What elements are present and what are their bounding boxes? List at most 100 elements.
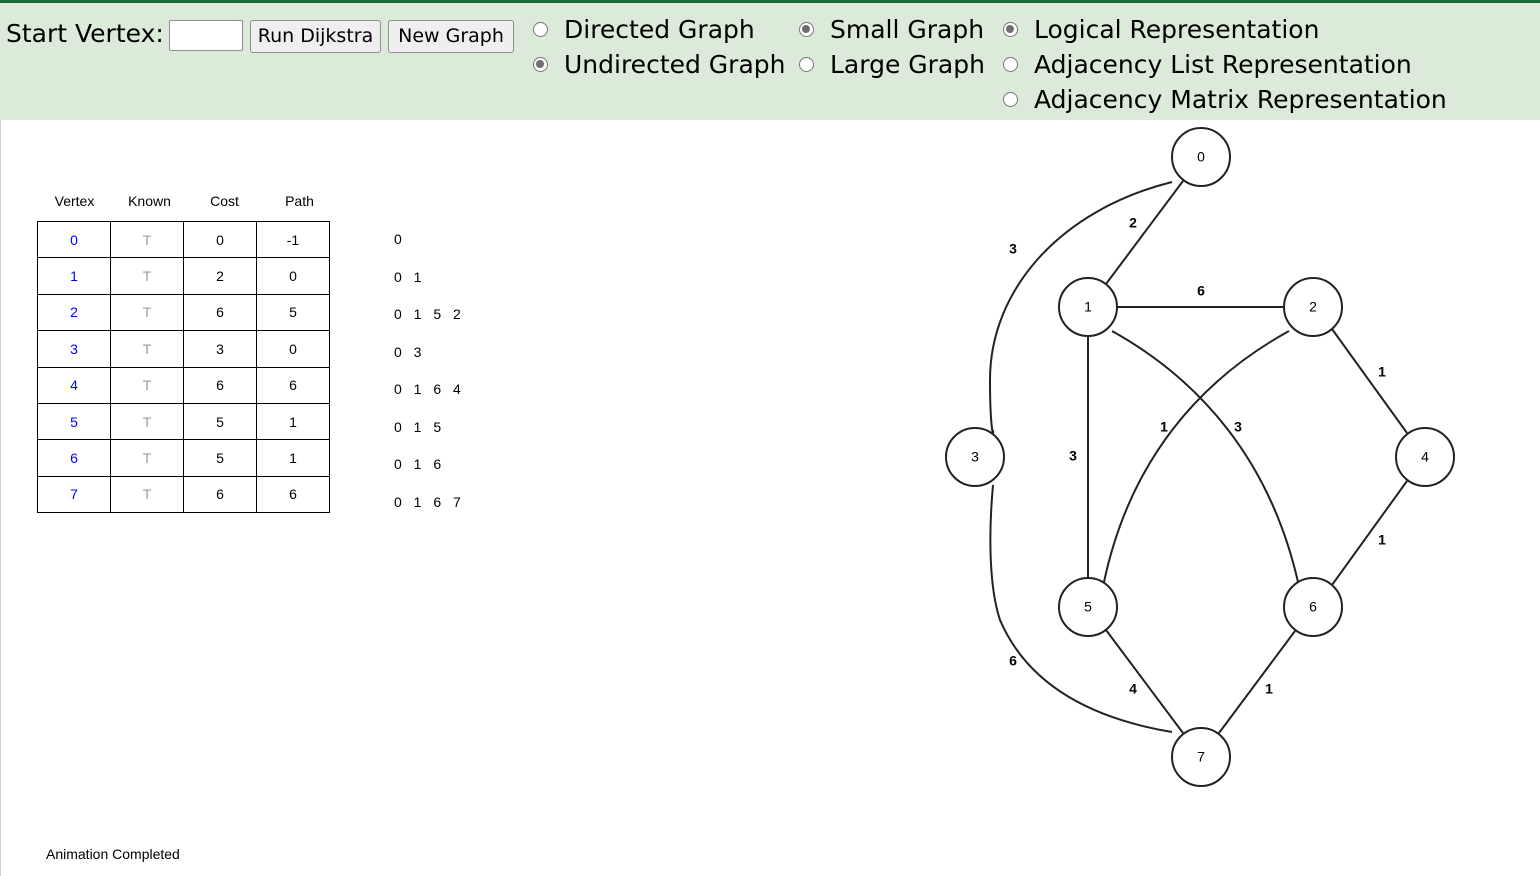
cell-vertex: 0 — [37, 220, 111, 259]
radio-undirected-graph[interactable] — [533, 56, 548, 72]
vertex-label: 7 — [1197, 749, 1205, 765]
vertex-label: 6 — [1309, 599, 1317, 615]
header-vertex: Vertex — [54, 193, 95, 209]
start-vertex-input[interactable] — [169, 20, 243, 51]
cell-known: T — [110, 439, 184, 477]
new-graph-button[interactable]: New Graph — [388, 20, 514, 53]
edge-5-7 — [1105, 629, 1184, 734]
control-toolbar: Start Vertex: Run Dijkstra New Graph Dir… — [0, 0, 1540, 120]
route-text: 0 1 6 — [394, 456, 442, 472]
vertex-node-0 — [1171, 127, 1231, 187]
header-known: Known — [128, 193, 171, 209]
adjacency-list-option[interactable]: Adjacency List Representation — [1003, 49, 1412, 79]
edge-weight-label: 2 — [1129, 215, 1137, 231]
radio-large-graph[interactable] — [799, 56, 814, 72]
cell-cost: 6 — [183, 475, 257, 514]
radio-adjacency-matrix[interactable] — [1003, 91, 1018, 107]
edge-6-7 — [1218, 630, 1296, 734]
cell-path: 0 — [256, 330, 330, 368]
directed-graph-option[interactable]: Directed Graph — [533, 14, 755, 44]
edge-weight-label: 6 — [1197, 283, 1205, 299]
cell-path: 6 — [256, 475, 330, 514]
route-text: 0 1 6 7 — [394, 493, 461, 510]
vertex-node-1 — [1058, 277, 1118, 337]
cell-known: T — [110, 293, 184, 332]
cell-path: 1 — [256, 402, 330, 441]
edge-weight-label: 3 — [1069, 448, 1077, 464]
radio-small-graph[interactable] — [799, 21, 814, 37]
edge-2-4 — [1331, 328, 1408, 434]
radio-logical-representation[interactable] — [1003, 21, 1018, 37]
cell-path: 0 — [256, 257, 330, 295]
edge-weight-label: 1 — [1160, 419, 1168, 435]
edge-weight-label: 4 — [1129, 681, 1137, 697]
vertex-label: 3 — [971, 449, 979, 465]
edge-weight-label: 6 — [1009, 653, 1017, 669]
cell-cost: 2 — [183, 257, 257, 295]
route-text: 0 1 6 4 — [394, 381, 461, 397]
route-text: 0 1 — [394, 268, 422, 285]
cell-known: T — [110, 330, 184, 368]
undirected-graph-option[interactable]: Undirected Graph — [533, 49, 786, 79]
edge-weight-label: 1 — [1378, 364, 1386, 380]
cell-cost: 6 — [183, 366, 257, 404]
logical-representation-option[interactable]: Logical Representation — [1003, 14, 1319, 44]
large-graph-option[interactable]: Large Graph — [799, 49, 985, 79]
vertex-node-4 — [1395, 427, 1455, 487]
run-dijkstra-button[interactable]: Run Dijkstra — [250, 20, 381, 53]
cell-known: T — [110, 366, 184, 404]
vertex-node-2 — [1283, 277, 1343, 337]
cell-known: T — [110, 402, 184, 441]
cell-vertex: 1 — [37, 257, 111, 295]
radio-adjacency-list[interactable] — [1003, 56, 1018, 72]
adjacency-list-label: Adjacency List Representation — [1034, 49, 1412, 79]
canvas-border — [0, 120, 1, 876]
cell-known: T — [110, 475, 184, 514]
large-graph-label: Large Graph — [830, 49, 985, 79]
edge-0-3 — [988, 181, 1173, 435]
edge-weight-label: 1 — [1265, 681, 1273, 697]
adjacency-matrix-option[interactable]: Adjacency Matrix Representation — [1003, 84, 1447, 114]
vertex-label: 0 — [1197, 149, 1205, 165]
directed-graph-label: Directed Graph — [564, 14, 755, 44]
edge-weight-label: 3 — [1234, 419, 1242, 435]
edge-4-6 — [1331, 480, 1408, 586]
vertex-label: 5 — [1084, 599, 1092, 615]
vertex-label: 1 — [1084, 299, 1092, 315]
edge-weight-label: 1 — [1378, 532, 1386, 548]
logical-representation-label: Logical Representation — [1034, 14, 1320, 44]
vertex-node-5 — [1058, 577, 1118, 637]
route-text: 0 1 5 — [394, 418, 442, 435]
vertex-label: 4 — [1421, 449, 1429, 465]
edge-2-5 — [1103, 330, 1290, 583]
cell-vertex: 5 — [37, 402, 111, 441]
header-cost: Cost — [210, 193, 239, 209]
route-text: 0 1 5 2 — [394, 306, 461, 322]
small-graph-option[interactable]: Small Graph — [799, 14, 984, 44]
status-message: Animation Completed — [46, 846, 180, 862]
route-text: 0 — [394, 231, 402, 247]
header-path: Path — [285, 193, 314, 209]
undirected-graph-label: Undirected Graph — [564, 49, 786, 79]
vertex-node-6 — [1283, 577, 1343, 637]
edge-3-7 — [989, 484, 1173, 733]
vertex-label: 2 — [1309, 299, 1317, 315]
edge-0-1 — [1105, 180, 1184, 285]
edge-weight-label: 3 — [1009, 241, 1017, 257]
adjacency-matrix-label: Adjacency Matrix Representation — [1034, 84, 1447, 114]
cell-cost: 0 — [183, 220, 257, 259]
radio-directed-graph[interactable] — [533, 21, 548, 37]
cell-cost: 5 — [183, 439, 257, 477]
cell-cost: 6 — [183, 293, 257, 332]
vertex-node-3 — [945, 427, 1005, 487]
start-vertex-label: Start Vertex: — [6, 19, 164, 48]
cell-path: 1 — [256, 439, 330, 477]
